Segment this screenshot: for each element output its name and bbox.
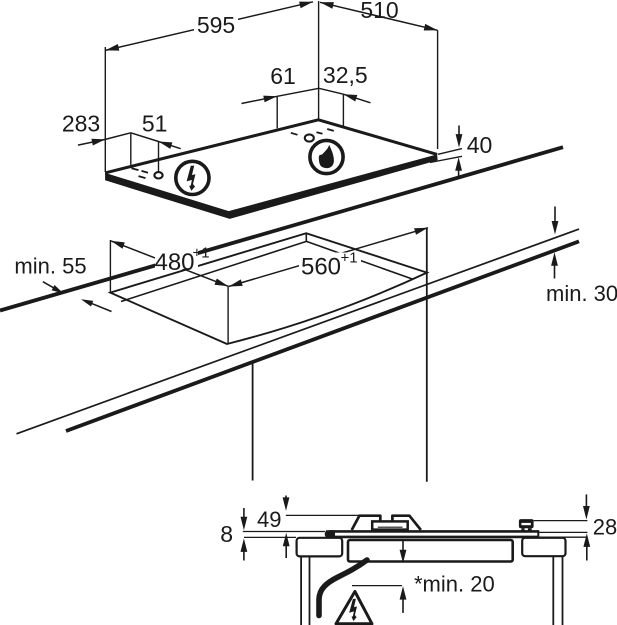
- svg-text:480: 480: [154, 249, 194, 276]
- svg-text:40: 40: [467, 132, 493, 158]
- svg-text:283: 283: [62, 111, 100, 137]
- svg-text:61: 61: [270, 63, 296, 89]
- svg-text:560: 560: [301, 254, 341, 281]
- svg-text:*min. 20: *min. 20: [414, 572, 495, 597]
- svg-text:min. 55: min. 55: [14, 254, 86, 279]
- svg-text:min. 30: min. 30: [546, 281, 617, 306]
- svg-text:+1: +1: [192, 245, 209, 262]
- svg-text:8: 8: [220, 521, 233, 547]
- svg-text:51: 51: [142, 111, 168, 137]
- svg-text:595: 595: [197, 12, 235, 38]
- svg-text:28: 28: [593, 515, 617, 540]
- svg-text:+1: +1: [340, 250, 357, 267]
- svg-text:510: 510: [360, 0, 398, 23]
- svg-text:49: 49: [257, 507, 281, 532]
- svg-text:32,5: 32,5: [323, 62, 368, 88]
